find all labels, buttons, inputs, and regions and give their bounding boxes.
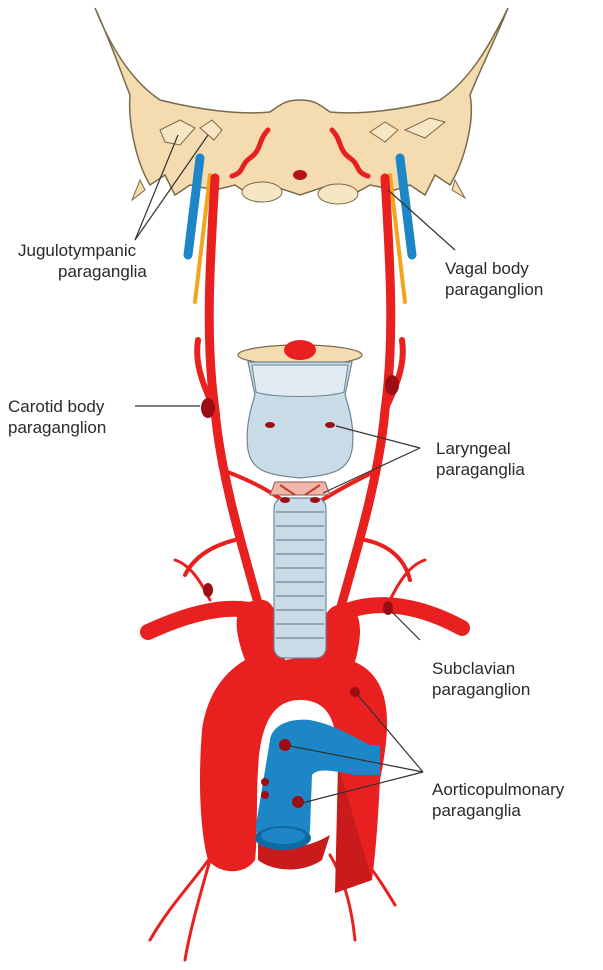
laryngeal-body-3 xyxy=(280,497,290,503)
label-laryngeal-line2: paraganglia xyxy=(436,459,525,480)
label-jugulotympanic-line2: paraganglia xyxy=(18,261,147,282)
laryngeal-body-2 xyxy=(325,422,335,428)
subclavian-body-right xyxy=(383,601,393,615)
label-aorticopulmonary-line2: paraganglia xyxy=(432,800,564,821)
label-laryngeal-line1: Laryngeal xyxy=(436,438,525,459)
aortic-body-3 xyxy=(261,791,269,799)
label-laryngeal-paraganglia: Laryngeal paraganglia xyxy=(436,438,525,480)
aortic-body-2 xyxy=(261,778,269,786)
label-aorticopulmonary-paraganglia: Aorticopulmonary paraganglia xyxy=(432,779,564,821)
label-jugulotympanic-paraganglia: Jugulotympanic paraganglia xyxy=(18,240,147,282)
label-subclavian-line1: Subclavian xyxy=(432,658,530,679)
label-carotid-body-paraganglion: Carotid body paraganglion xyxy=(8,396,106,438)
laryngeal-body-4 xyxy=(310,497,320,503)
label-vagal-line1: Vagal body xyxy=(445,258,543,279)
laryngeal-body-1 xyxy=(265,422,275,428)
label-carotid-line1: Carotid body xyxy=(8,396,106,417)
carotid-body-left xyxy=(201,398,215,418)
label-carotid-line2: paraganglion xyxy=(8,417,106,438)
carotid-body-right xyxy=(385,375,399,395)
skull-base xyxy=(95,8,508,204)
subclavian-body-left xyxy=(203,583,213,597)
aorticopulmonary-body-2 xyxy=(292,796,304,808)
label-aorticopulmonary-line1: Aorticopulmonary xyxy=(432,779,564,800)
aorticopulmonary-body-1 xyxy=(279,739,291,751)
label-jugulotympanic-line1: Jugulotympanic xyxy=(18,240,147,261)
label-subclavian-line2: paraganglion xyxy=(432,679,530,700)
label-subclavian-paraganglion: Subclavian paraganglion xyxy=(432,658,530,700)
label-vagal-line2: paraganglion xyxy=(445,279,543,300)
label-vagal-body-paraganglion: Vagal body paraganglion xyxy=(445,258,543,300)
